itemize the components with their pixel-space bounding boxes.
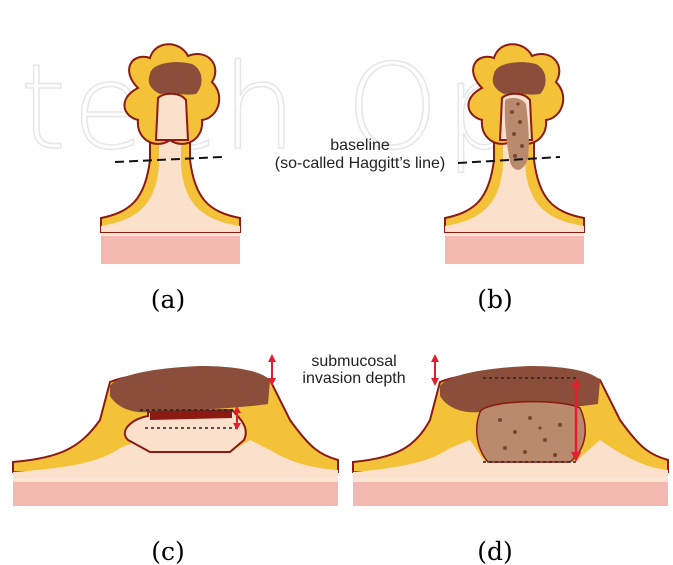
tumor-cap bbox=[149, 62, 202, 94]
caption-d: (d) bbox=[477, 537, 513, 565]
tumor-cap bbox=[493, 62, 546, 94]
panel-d-illustration bbox=[353, 366, 668, 506]
baseline-label: baseline bbox=[330, 137, 390, 154]
submucosa-band bbox=[353, 480, 668, 506]
haggitt-line-label: (so-called Haggitt’s line) bbox=[275, 155, 445, 172]
invasive-tumor bbox=[477, 402, 585, 462]
panel-c-illustration bbox=[13, 366, 338, 506]
submucosa-band bbox=[13, 480, 338, 506]
caption-c: (c) bbox=[151, 537, 185, 565]
polyp-core bbox=[156, 94, 188, 140]
invasion-depth-label: invasion depth bbox=[302, 370, 405, 387]
tumor-surface bbox=[110, 366, 270, 412]
caption-a: (a) bbox=[151, 285, 185, 314]
legend-arrow-right bbox=[431, 354, 439, 386]
caption-b: (b) bbox=[477, 285, 513, 314]
submucosal-label: submucosal bbox=[311, 353, 396, 370]
watermark-text: tech Op bbox=[20, 38, 526, 176]
